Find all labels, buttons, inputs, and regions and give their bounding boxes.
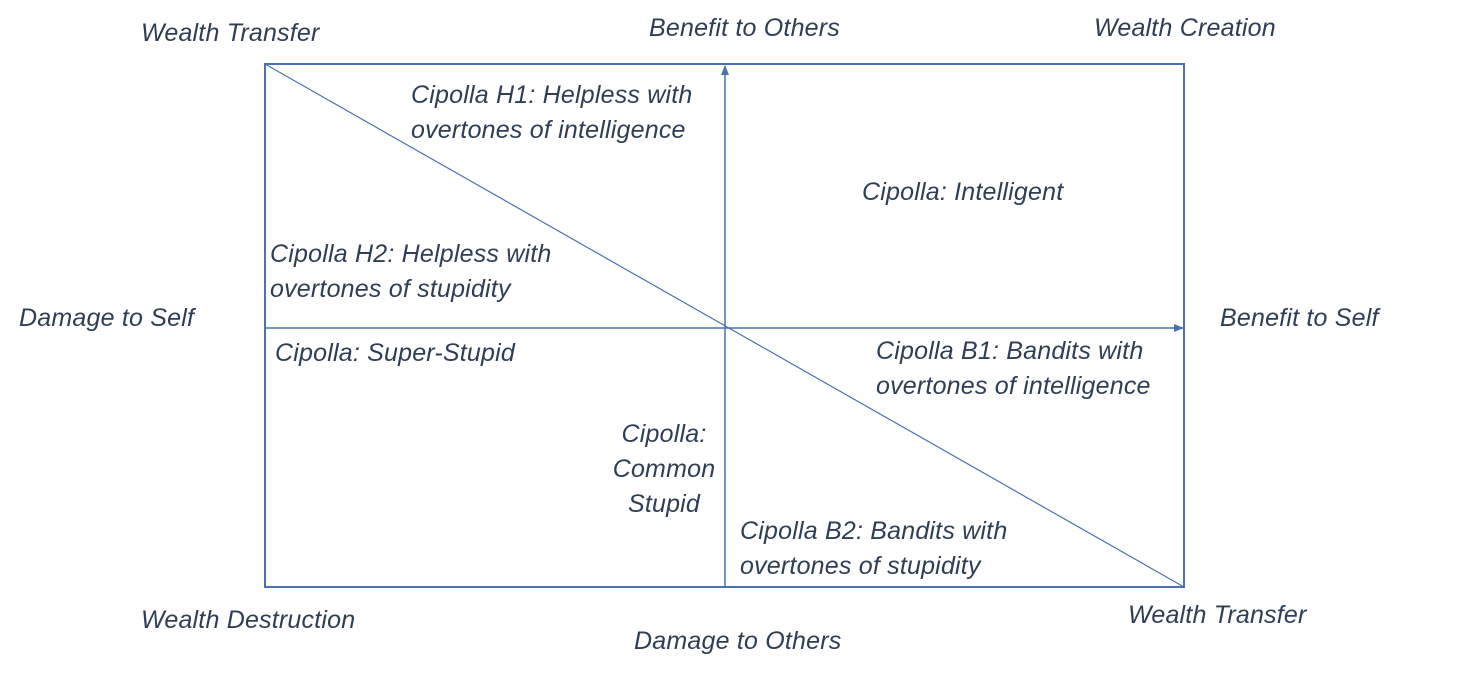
axis-top-label: Benefit to Others <box>649 14 840 42</box>
region-b1-label: Cipolla B1: Bandits with overtones of in… <box>876 334 1151 404</box>
region-b2-line-2: overtones of stupidity <box>740 552 981 580</box>
region-common-stupid-line-3: Stupid <box>627 490 701 518</box>
region-h2-line-2: overtones of stupidity <box>270 275 511 303</box>
region-common-stupid-line-2: Common <box>612 455 716 483</box>
region-h1-line-2: overtones of intelligence <box>411 116 686 144</box>
region-intelligent-label: Cipolla: Intelligent <box>862 178 1064 206</box>
axis-left-label: Damage to Self <box>19 304 195 332</box>
region-b2-line-1: Cipolla B2: Bandits with <box>740 517 1008 545</box>
corner-top-left-label: Wealth Transfer <box>141 19 320 47</box>
region-common-stupid-line-1: Cipolla: <box>621 420 707 448</box>
region-h1-line-1: Cipolla H1: Helpless with <box>411 81 693 109</box>
region-h1-label: Cipolla H1: Helpless with overtones of i… <box>411 78 693 148</box>
region-b1-line-1: Cipolla B1: Bandits with <box>876 337 1144 365</box>
region-h2-line-1: Cipolla H2: Helpless with <box>270 240 552 268</box>
region-b1-line-2: overtones of intelligence <box>876 372 1151 400</box>
corner-bottom-left-label: Wealth Destruction <box>141 606 356 634</box>
region-super-stupid-label: Cipolla: Super-Stupid <box>275 339 515 367</box>
region-b2-label: Cipolla B2: Bandits with overtones of st… <box>740 514 1007 584</box>
corner-top-right-label: Wealth Creation <box>1094 14 1276 42</box>
corner-bottom-right-label: Wealth Transfer <box>1128 601 1307 629</box>
region-common-stupid-label: Cipolla: Common Stupid <box>604 417 724 522</box>
region-h2-label: Cipolla H2: Helpless with overtones of s… <box>270 237 552 307</box>
axis-right-label: Benefit to Self <box>1220 304 1379 332</box>
axis-bottom-label: Damage to Others <box>634 627 842 655</box>
